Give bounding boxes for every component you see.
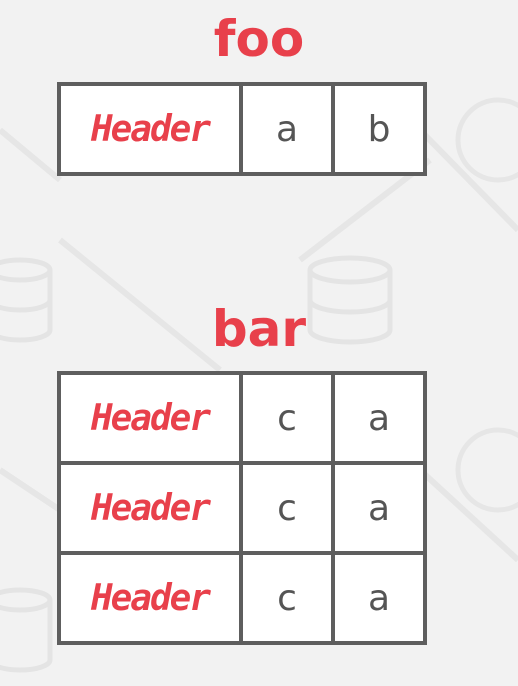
table-title-bar: bar [211,300,307,358]
tuple-value-cell: c [239,371,335,465]
tuple-value-cell: b [331,82,427,176]
database-icon [0,257,53,343]
tuple-value-cell: a [331,371,427,465]
database-icon [0,587,53,673]
tuple-header-cell: Header [57,371,243,465]
tuple-header-cell: Header [57,551,243,645]
tuple-value-cell: a [239,82,335,176]
table-row: Header c a [57,461,427,555]
server-icon [455,97,518,513]
table-title-foo: foo [213,10,305,68]
table-row: Header a b [57,82,427,176]
tuple-header-cell: Header [57,82,243,176]
tuple-table-bar: Header c a Header c a Header c a [57,371,427,645]
table-row: Header c a [57,551,427,645]
database-icon [307,255,393,345]
tuple-value-cell: a [331,551,427,645]
tuple-table-foo: Header a b [57,82,427,176]
tuple-value-cell: c [239,551,335,645]
tuple-header-cell: Header [57,461,243,555]
tuple-value-cell: a [331,461,427,555]
tuple-value-cell: c [239,461,335,555]
table-row: Header c a [57,371,427,465]
